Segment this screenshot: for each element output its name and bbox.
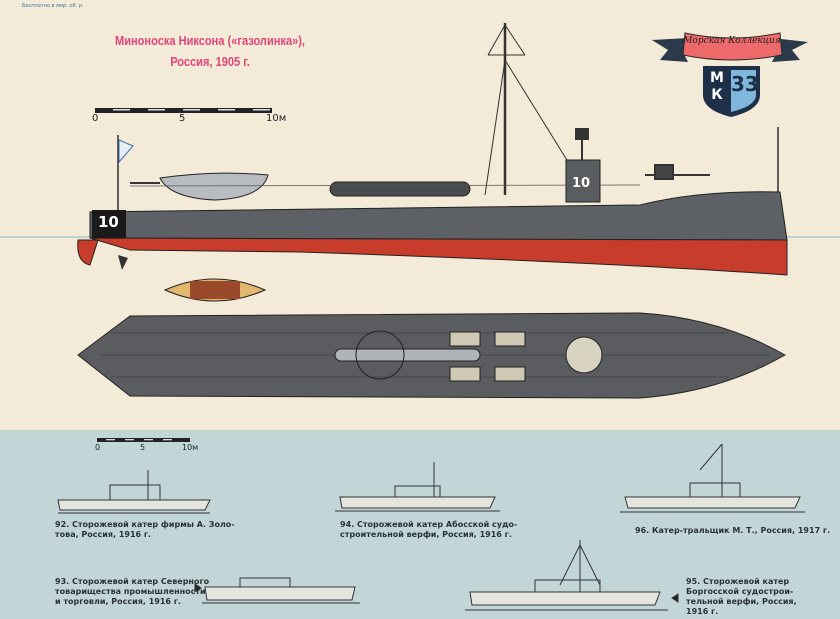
scale-bottom-5: 5: [140, 443, 146, 452]
deck-railing: [129, 184, 641, 187]
hull-number-plate: [92, 210, 126, 238]
logo-issue-number: 33: [731, 72, 759, 96]
ship-93: [194, 577, 360, 604]
caption-92-line-2: това, Россия, 1916 г.: [55, 530, 152, 539]
ship-96: [620, 443, 805, 513]
caption-93-line-1: 93. Сторожевой катер Северного: [55, 577, 210, 586]
deck-hatches: [449, 331, 526, 382]
conning-tower: [565, 159, 601, 203]
caption-93-line-3: и торговли, Россия, 1916 г.: [55, 597, 181, 606]
ship-95: [465, 540, 679, 611]
title-line-1: Миноноска Никсона («газолинка»),: [114, 33, 306, 48]
guns: [130, 164, 710, 184]
torpedo-tube-top: [334, 348, 481, 362]
ribbon-logo: [652, 32, 808, 62]
caption-94-line-2: строительной верфи, Россия, 1916 г.: [340, 530, 512, 539]
caption-95-line-1: 95. Сторожевой катер: [686, 577, 790, 586]
logo-ribbon-text: Морская Коллекция: [683, 36, 781, 46]
caption-93: 93. Сторожевой катер Северного товарищес…: [55, 577, 209, 607]
tower-top: [565, 336, 603, 374]
caption-93-line-2: товарищества промышленности: [55, 587, 206, 596]
mk-shield-logo: [703, 66, 760, 117]
corner-note: Бесплатно в мир. об. р.: [22, 3, 84, 9]
ship-92: [57, 470, 211, 514]
caption-95-line-2: Боргосской судострои-: [686, 587, 794, 596]
caption-94: 94. Сторожевой катер Абосской судо- стро…: [340, 520, 517, 540]
caption-92: 92. Сторожевой катер фирмы А. Золо- това…: [55, 520, 235, 540]
scale-bottom-0: 0: [95, 443, 101, 452]
scale-top-10: 10м: [266, 113, 287, 124]
caption-95-line-3: тельной верфи, Россия,: [686, 597, 797, 606]
tower-number: 10: [572, 176, 591, 191]
logo-letters: МК: [710, 70, 724, 103]
caption-92-line-1: 92. Сторожевой катер фирмы А. Золо-: [55, 520, 235, 529]
title-line-2: Россия, 1905 г.: [170, 54, 250, 69]
hull-bottom: [89, 237, 788, 276]
lifeboat-side: [159, 172, 269, 201]
scale-bar-top: [95, 108, 272, 113]
lower-blue-panel: [0, 430, 840, 619]
scale-bar-bottom: [97, 438, 190, 442]
scale-top-5: 5: [179, 113, 186, 124]
hull-topside: [89, 191, 788, 241]
ship-94: [335, 462, 500, 512]
page-title: Миноноска Никсона («газолинка»), Россия,…: [83, 30, 338, 72]
caption-95-line-4: 1916 г.: [686, 607, 719, 616]
searchlight: [575, 128, 589, 140]
scale-top-0: 0: [92, 113, 99, 124]
mast: [484, 23, 571, 196]
caption-95: 95. Сторожевой катер Боргосской судостро…: [686, 577, 797, 617]
rudder: [77, 239, 99, 266]
caption-96: 96. Катер-тральщик М. Т., Россия, 1917 г…: [635, 526, 831, 535]
propeller: [118, 255, 128, 270]
scale-bottom-10: 10м: [182, 443, 199, 452]
caption-94-line-1: 94. Сторожевой катер Абосской судо-: [340, 520, 518, 529]
lifeboat-interior: [190, 281, 240, 299]
torpedo-mount-ring: [355, 330, 405, 380]
naval-flag: [118, 139, 134, 164]
hull-number: 10: [98, 213, 119, 231]
